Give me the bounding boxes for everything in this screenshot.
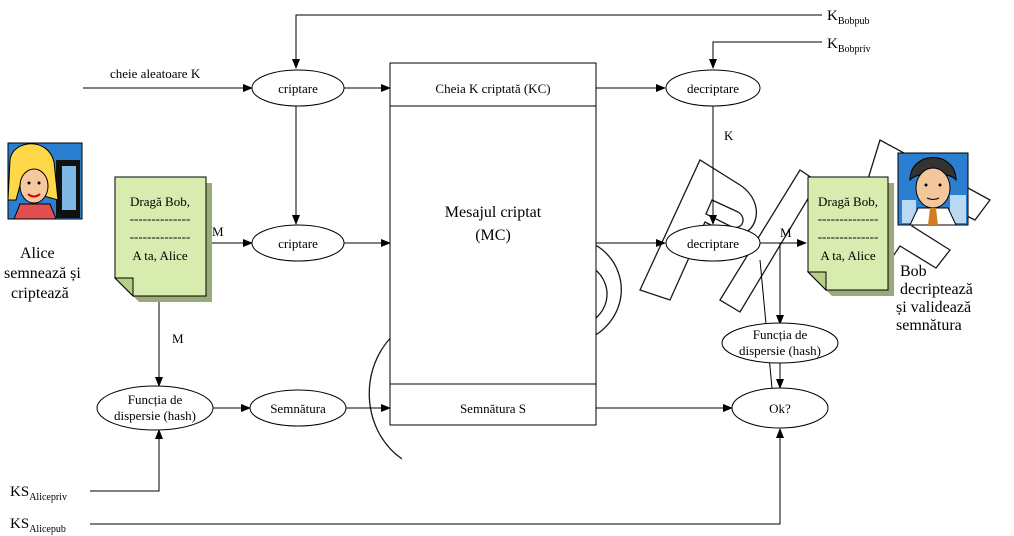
packet-signature-section: Semnătura S: [460, 401, 526, 416]
edge-labels: M M K M: [172, 128, 792, 346]
hash-alice-label-1: Funcția de: [128, 392, 183, 407]
check-label: Ok?: [769, 401, 791, 416]
hash-alice-label-2: dispersie (hash): [114, 408, 196, 423]
bobpriv-label: KBobpriv: [827, 36, 871, 55]
encrypt-key-node: [251, 69, 345, 107]
bob-doc-line1: Dragă Bob,: [818, 194, 878, 209]
bob-caption-2: decriptează: [900, 281, 973, 298]
bob-document: Dragă Bob, -------------- --------------…: [806, 176, 894, 296]
alice-caption: Alice semnează și criptează: [4, 245, 81, 302]
decrypt-key-label: decriptare: [687, 81, 739, 96]
hash-alice-node: [96, 385, 214, 431]
encrypted-packet: Cheia K criptată (KC) Mesajul criptat (M…: [389, 62, 597, 426]
hash-bob-label-1: Funcția de: [753, 327, 808, 342]
hash-bob-node: [721, 322, 839, 364]
encrypt-key-label: criptare: [278, 81, 318, 96]
edge-bobpub-to-encrypt: [292, 14, 822, 69]
alice-doc-line2: --------------: [130, 211, 191, 226]
edge-bobpriv-to-decrypt: [709, 41, 822, 69]
edge-alicepub-to-check: [90, 428, 784, 525]
alice-caption-2: semnează și: [4, 265, 81, 282]
edge-alicepriv-to-hash: [90, 429, 163, 492]
edge-label-m-alice: M: [212, 224, 224, 239]
check-node: [731, 387, 829, 429]
process-labels: criptare criptare decriptare decriptare …: [114, 81, 821, 423]
decrypt-msg-label: decriptare: [687, 236, 739, 251]
process-nodes: [96, 69, 839, 431]
alicepub-label: KSAlicepub: [10, 516, 66, 535]
encrypt-msg-label: criptare: [278, 236, 318, 251]
edge-label-m-bob: M: [780, 225, 792, 240]
decrypt-key-node: [665, 69, 761, 107]
signature-node: [249, 389, 347, 427]
bob-caption-3: și validează: [896, 299, 971, 316]
alice-caption-1: Alice: [20, 245, 55, 262]
alice-doc-line3: --------------: [130, 229, 191, 244]
hash-bob-label-2: dispersie (hash): [739, 343, 821, 358]
alice-caption-3: criptează: [11, 285, 69, 302]
bob-illustration: [897, 152, 969, 226]
alice-document: Dragă Bob, -------------- --------------…: [113, 176, 212, 302]
alice-doc-line1: Dragă Bob,: [130, 194, 190, 209]
bob-doc-line2: --------------: [818, 211, 879, 226]
alice-doc-line4: A ta, Alice: [132, 248, 187, 263]
bob-caption-1: Bob: [900, 263, 927, 280]
alice-illustration: [7, 142, 83, 220]
packet-body-line1: Mesajul criptat: [445, 204, 542, 221]
signature-label: Semnătura: [270, 401, 326, 416]
connections: [83, 14, 822, 525]
bobpub-label: KBobpub: [827, 8, 870, 27]
encrypt-msg-node: [251, 224, 345, 262]
packet-key-section: Cheia K criptată (KC): [435, 81, 550, 96]
bob-doc-line4: A ta, Alice: [820, 248, 875, 263]
bob-doc-line3: --------------: [818, 229, 879, 244]
alicepriv-label: KSAlicepriv: [10, 484, 67, 503]
random-key-label: cheie aleatoare K: [110, 66, 201, 81]
key-labels: cheie aleatoare K KBobpub KBobpriv KSAli…: [10, 8, 871, 535]
decrypt-msg-node: [665, 224, 761, 262]
bob-caption-4: semnătura: [896, 317, 962, 334]
bob-caption: Bob decriptează și validează semnătura: [896, 263, 973, 334]
edge-label-m-down: M: [172, 331, 184, 346]
packet-body-line2: (MC): [475, 227, 511, 244]
edge-label-k-bob: K: [724, 128, 734, 143]
